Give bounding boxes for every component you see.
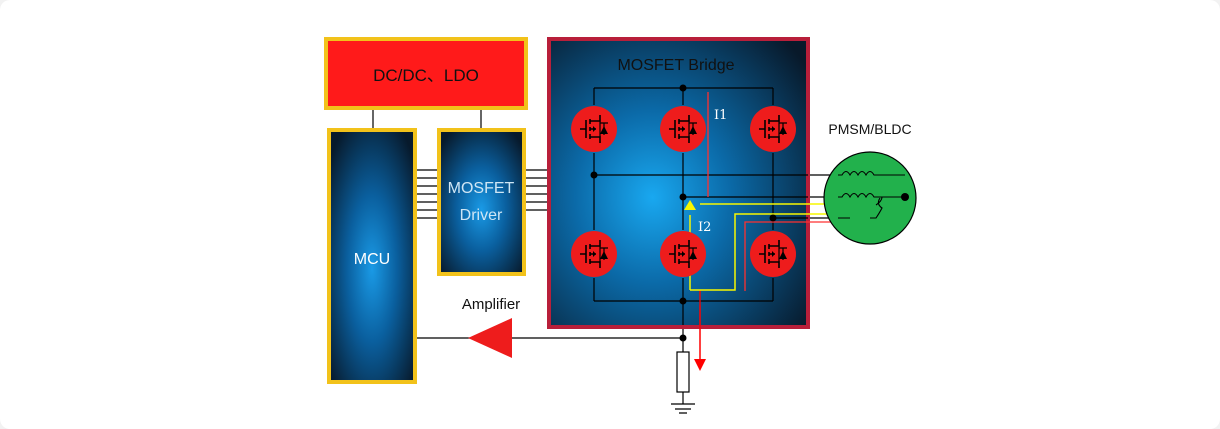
driver-label-line2: Driver [460,207,503,224]
mcu-block: MCU [327,128,417,384]
motor: PMSM/BLDC [823,121,917,245]
power-block-label: DC/DC、LDO [373,66,479,85]
bridge-block: MOSFET Bridge [547,37,863,371]
amplifier: Amplifier [462,296,520,358]
mosfet-low-3-icon [749,230,797,278]
mosfet-high-2-icon [659,105,707,153]
mosfet-low-1-icon [570,230,618,278]
shunt-resistor [676,351,690,393]
mosfet-high-3-icon [749,105,797,153]
amplifier-label: Amplifier [462,296,520,313]
current-label-i1: I1 [714,108,727,123]
bridge-label: MOSFET Bridge [617,57,734,74]
mosfet-low-2-icon [659,230,707,278]
motor-label: PMSM/BLDC [828,121,911,137]
driver-block: MOSFET Driver [437,128,526,276]
shunt-node-dot [679,334,687,342]
amplifier-triangle-icon [468,318,512,358]
current-label-i2: I2 [698,220,711,235]
mosfet-high-1-icon [570,105,618,153]
junction-dots [590,84,777,305]
driver-label-line1: MOSFET [448,180,515,197]
mcu-label: MCU [354,251,390,268]
power-block: DC/DC、LDO [324,37,528,110]
motor-windings [838,170,905,219]
